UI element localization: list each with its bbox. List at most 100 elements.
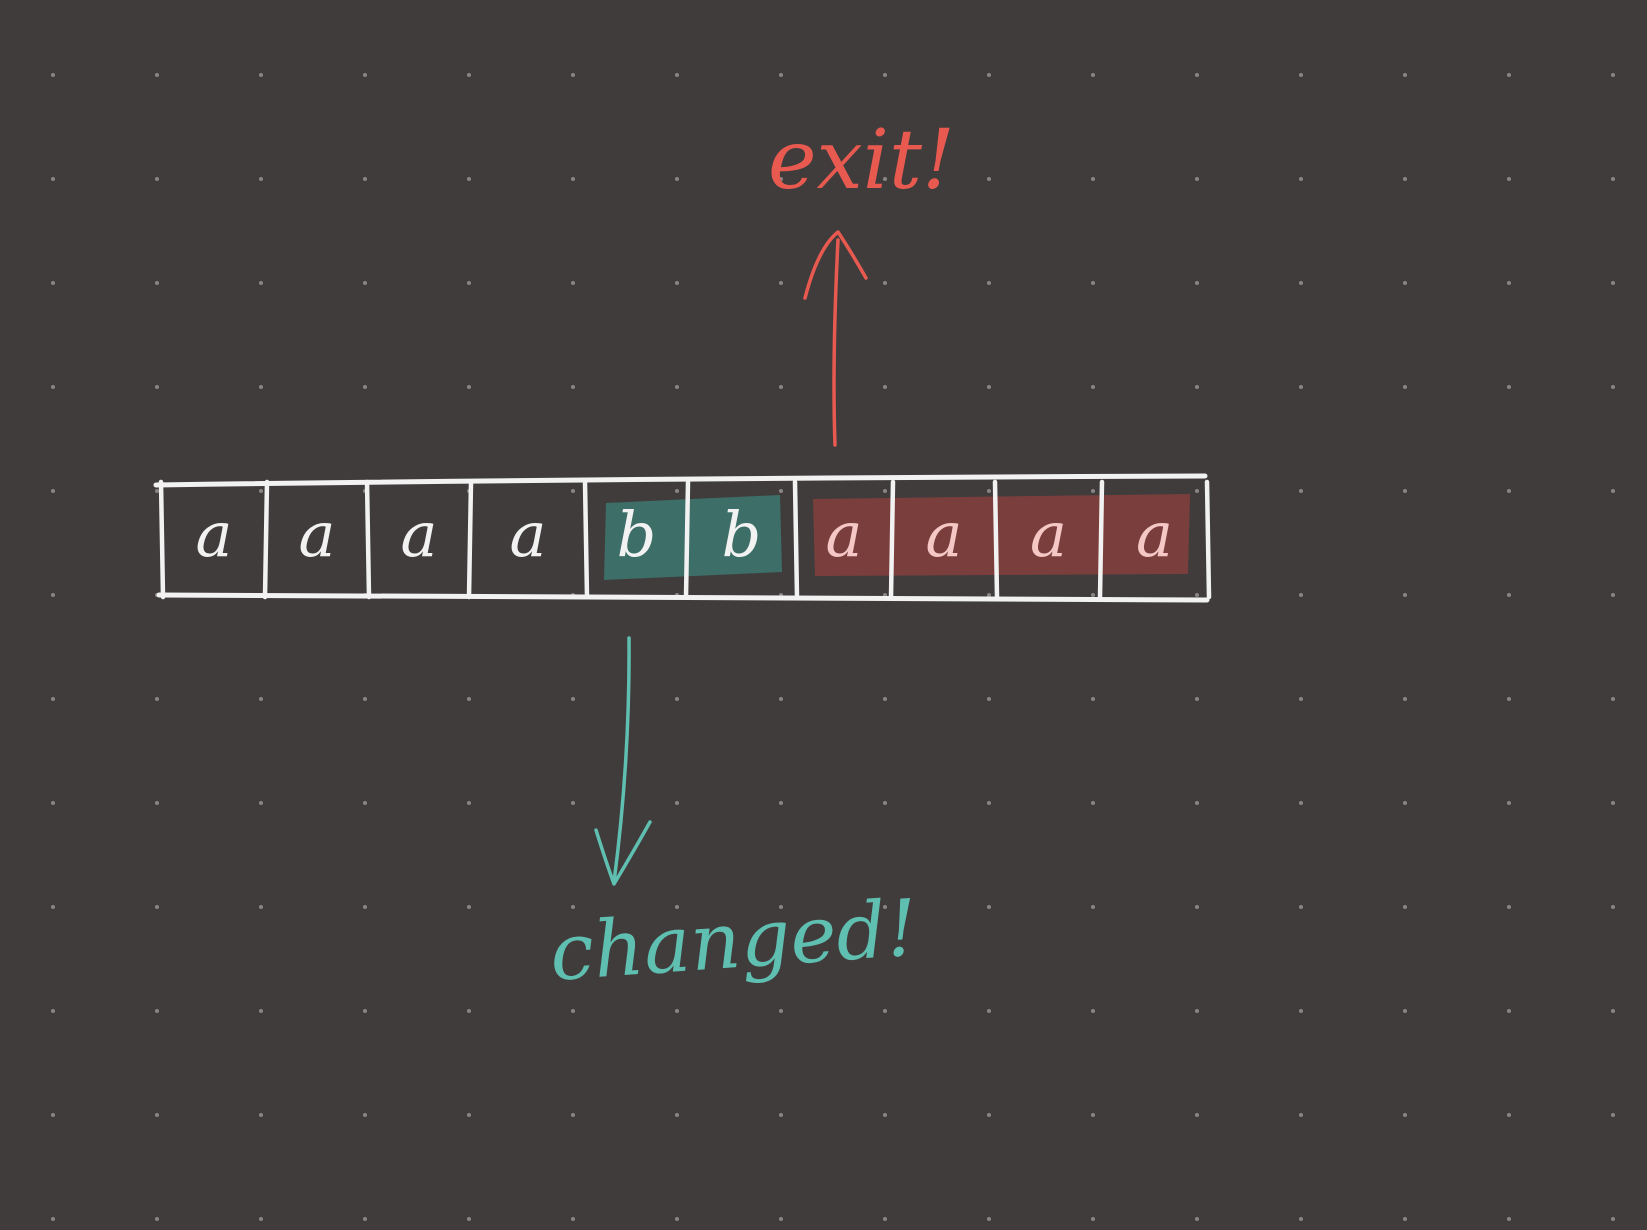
grid-dot <box>883 177 887 181</box>
grid-dot <box>779 905 783 909</box>
grid-dot <box>675 385 679 389</box>
grid-dot <box>1195 905 1199 909</box>
grid-dot <box>363 905 367 909</box>
grid-dot <box>259 73 263 77</box>
grid-dot <box>363 697 367 701</box>
grid-dot <box>883 1113 887 1117</box>
grid-dot <box>571 489 575 493</box>
grid-dot <box>1091 281 1095 285</box>
grid-dot <box>1091 1217 1095 1221</box>
grid-dot <box>1091 697 1095 701</box>
grid-dot <box>675 281 679 285</box>
grid-dot <box>987 489 991 493</box>
grid-dot <box>1507 1113 1511 1117</box>
cell-divider <box>466 479 474 600</box>
grid-dot <box>155 385 159 389</box>
array-bottom-border <box>156 592 1210 603</box>
cell-divider <box>158 479 166 600</box>
grid-dot <box>1091 1113 1095 1117</box>
grid-dot <box>1611 73 1615 77</box>
grid-dot <box>1299 489 1303 493</box>
grid-dot <box>675 489 679 493</box>
grid-dot <box>1403 697 1407 701</box>
grid-dot <box>779 489 783 493</box>
grid-dot <box>1611 1217 1615 1221</box>
grid-dot <box>1611 177 1615 181</box>
grid-dot <box>1091 593 1095 597</box>
grid-dot <box>1507 177 1511 181</box>
grid-dot <box>1507 1217 1511 1221</box>
grid-dot <box>1195 1217 1199 1221</box>
cell-divider <box>1097 479 1105 600</box>
grid-dot <box>779 697 783 701</box>
grid-dot <box>675 697 679 701</box>
grid-dot <box>1403 73 1407 77</box>
grid-dot <box>51 73 55 77</box>
grid-dot <box>467 177 471 181</box>
grid-dot <box>987 281 991 285</box>
grid-dot <box>1403 1217 1407 1221</box>
grid-dot <box>987 1009 991 1013</box>
grid-dot <box>1611 489 1615 493</box>
grid-dot <box>675 801 679 805</box>
grid-dot <box>1091 489 1095 493</box>
grid-dot <box>1091 905 1095 909</box>
grid-dot <box>571 73 575 77</box>
grid-dot <box>1195 281 1199 285</box>
exit-arrow <box>803 230 868 447</box>
grid-dot <box>1195 1009 1199 1013</box>
grid-dot <box>155 1113 159 1117</box>
grid-dot <box>1195 593 1199 597</box>
cell-letter: a <box>510 498 547 571</box>
grid-dot <box>883 489 887 493</box>
cell-letter: a <box>1030 498 1067 571</box>
cell-divider <box>582 479 590 600</box>
grid-dot <box>987 697 991 701</box>
grid-dot <box>259 697 263 701</box>
grid-dot <box>51 697 55 701</box>
grid-dot <box>1195 1113 1199 1117</box>
grid-dot <box>987 1113 991 1117</box>
grid-dot <box>259 905 263 909</box>
grid-dot <box>1091 1009 1095 1013</box>
grid-dot <box>363 385 367 389</box>
changed-arrow <box>594 636 652 886</box>
grid-dot <box>1299 801 1303 805</box>
grid-dot <box>779 801 783 805</box>
grid-dot <box>779 281 783 285</box>
grid-dot <box>51 489 55 493</box>
grid-dot <box>363 1217 367 1221</box>
grid-dot <box>363 1113 367 1117</box>
grid-dot <box>155 1217 159 1221</box>
grid-dot <box>1195 697 1199 701</box>
grid-dot <box>1611 385 1615 389</box>
changed-annotation: changed! <box>547 636 920 999</box>
grid-dot <box>467 905 471 909</box>
grid-dot <box>467 697 471 701</box>
grid-dot <box>1299 177 1303 181</box>
grid-dot <box>1403 1113 1407 1117</box>
grid-dot <box>1299 73 1303 77</box>
grid-dot <box>363 177 367 181</box>
grid-dot <box>1611 1009 1615 1013</box>
grid-dot <box>51 1217 55 1221</box>
grid-dot <box>779 1009 783 1013</box>
grid-dot <box>1403 801 1407 805</box>
grid-dot <box>259 801 263 805</box>
grid-dot <box>1195 385 1199 389</box>
grid-dot <box>1299 385 1303 389</box>
cell-divider <box>888 479 896 600</box>
grid-dot <box>1403 385 1407 389</box>
dot-grid <box>51 73 1615 1221</box>
grid-dot <box>1611 905 1615 909</box>
grid-dot <box>51 177 55 181</box>
grid-dot <box>1195 73 1199 77</box>
grid-dot <box>987 1217 991 1221</box>
cell-letter: a <box>926 498 963 571</box>
array-top-border <box>153 473 1208 488</box>
grid-dot <box>155 489 159 493</box>
grid-dot <box>883 1217 887 1221</box>
grid-dot <box>1299 1217 1303 1221</box>
grid-dot <box>1299 697 1303 701</box>
